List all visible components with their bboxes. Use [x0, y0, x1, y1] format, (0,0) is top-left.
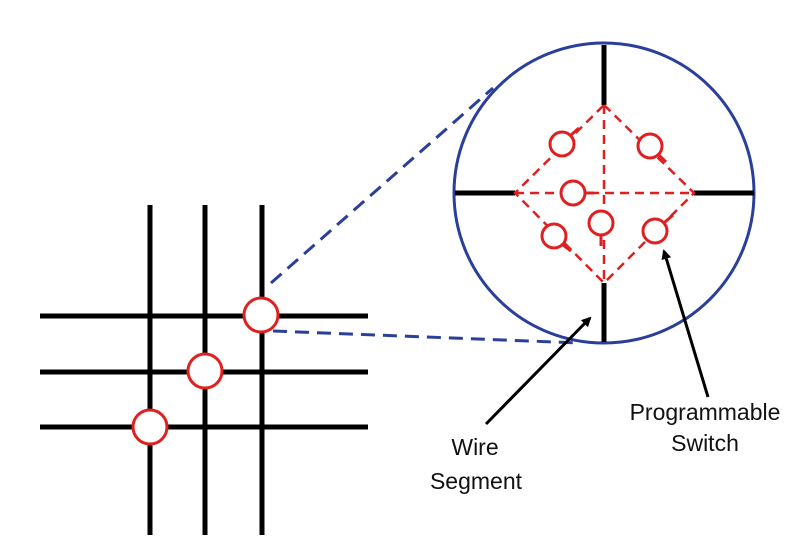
programmable-switch: [559, 179, 594, 207]
magnified-wires: [455, 45, 754, 342]
zoom-line-upper: [270, 86, 494, 285]
pointer-arrows: [484, 249, 710, 426]
switch-circle-icon: [559, 179, 587, 207]
programmable-switch: [636, 132, 668, 164]
programmable-switch: [641, 213, 674, 245]
programmable-switch: [587, 209, 615, 246]
switch-box-connections: [513, 103, 696, 285]
switch-circle-icon: [548, 130, 576, 158]
programmable-switches: [540, 126, 674, 253]
arrow-wire-segment-icon: [484, 316, 592, 426]
switch-circle-icon: [587, 209, 615, 237]
arrow-programmable-switch-icon: [661, 249, 710, 398]
wire-segment-label-line1: Wire: [451, 434, 498, 460]
programmable-switch: [540, 222, 572, 253]
switch-circle-icon: [636, 132, 664, 160]
programmable-switch: [548, 126, 580, 158]
switch-circle-icon: [131, 408, 169, 446]
programmable-switch-label-line1: Programmable: [630, 399, 781, 425]
switch-circle-icon: [641, 217, 669, 245]
switch-circle-icon: [186, 352, 224, 390]
switch-box-diamond: [513, 103, 696, 285]
switch-circle-icon: [540, 222, 568, 250]
wire-segment-label-line2: Segment: [430, 468, 523, 494]
switch-circle-icon: [242, 296, 280, 334]
programmable-switch-label-line2: Switch: [671, 430, 739, 456]
zoom-line-lower: [272, 329, 581, 345]
zoom-lines: [270, 86, 581, 345]
grid-switches: [131, 296, 280, 446]
